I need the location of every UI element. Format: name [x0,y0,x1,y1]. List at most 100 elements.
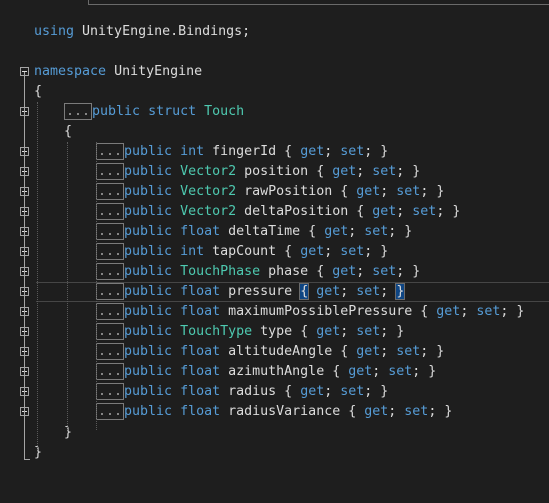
member-type: TouchType [180,324,253,339]
get-accessor: get [356,344,381,359]
set-accessor: set [476,304,501,319]
member-end: ; } [364,144,389,159]
member-name: rawPosition { [236,184,357,199]
member-type: Vector2 [180,184,237,199]
member-modifier: public [124,344,173,359]
code-line-member[interactable]: ...public float altitudeAngle { get; set… [0,342,549,362]
code-line-struct-open[interactable]: { [0,122,549,142]
collapsed-region-ellipsis[interactable]: ... [96,283,125,300]
code-line-member[interactable]: ...public float deltaTime { get; set; } [0,222,549,242]
namespace-open-brace: { [34,84,43,99]
member-end: ; } [396,264,421,279]
member-name: pressure [220,284,301,299]
code-line-using[interactable]: using UnityEngine.Bindings; [0,22,549,42]
separator: ; [356,164,373,179]
get-accessor: get [436,304,461,319]
set-accessor: set [340,244,365,259]
namespace-name: UnityEngine [106,64,203,79]
close-brace-highlight: } [395,283,406,300]
get-accessor: get [332,264,357,279]
member-end: ; } [364,384,389,399]
code-line-member[interactable]: ...public float azimuthAngle { get; set;… [0,362,549,382]
member-modifier: public [124,144,173,159]
member-end: ; } [396,164,421,179]
collapsed-region-ellipsis[interactable]: ... [96,203,125,220]
struct-open-brace: { [64,124,73,139]
code-line-member[interactable]: ...public Vector2 deltaPosition { get; s… [0,202,549,222]
code-line-member[interactable]: ...public Vector2 rawPosition { get; set… [0,182,549,202]
space [172,144,180,159]
separator: ; [340,324,357,339]
collapsed-region-ellipsis[interactable]: ... [96,303,125,320]
separator: ; [460,304,477,319]
member-type: float [180,364,221,379]
get-accessor: get [332,164,357,179]
set-accessor: set [340,144,365,159]
collapsed-region-ellipsis[interactable]: ... [96,343,125,360]
indent-guide-members [96,142,97,430]
collapsed-region-ellipsis[interactable]: ... [64,103,93,120]
space [172,344,180,359]
member-end: ; } [364,244,389,259]
collapsed-region-ellipsis[interactable]: ... [96,243,125,260]
separator: ; [388,404,405,419]
code-line-member[interactable]: ...public TouchType type { get; set; } [0,322,549,342]
collapsed-region-ellipsis[interactable]: ... [96,263,125,280]
space [172,404,180,419]
namespace-close-brace: } [34,445,43,460]
collapsed-region-ellipsis[interactable]: ... [96,383,125,400]
using-namespace: UnityEngine.Bindings; [74,24,251,39]
get-accessor: get [300,244,325,259]
member-name: fingerId { [204,144,301,159]
collapsed-region-ellipsis[interactable]: ... [96,163,125,180]
get-accessor: get [316,284,341,299]
code-line-member[interactable]: ...public int tapCount { get; set; } [0,242,549,262]
fold-guide-line [24,72,25,460]
collapsed-region-ellipsis[interactable]: ... [96,363,125,380]
get-accessor: get [316,324,341,339]
code-line-member[interactable]: ...public float radiusVariance { get; se… [0,402,549,422]
indent-guide-namespace [37,102,38,452]
collapsed-region-ellipsis[interactable]: ... [96,143,125,160]
space [172,284,180,299]
member-modifier: public [124,304,173,319]
separator: ; [340,284,357,299]
code-line-member[interactable]: ...public TouchPhase phase { get; set; } [0,262,549,282]
member-modifier: public [124,244,173,259]
member-modifier: public [124,164,173,179]
get-accessor: get [364,404,389,419]
space [172,304,180,319]
code-line-member[interactable]: ...public Vector2 position { get; set; } [0,162,549,182]
member-name: azimuthAngle { [220,364,349,379]
get-accessor: get [300,144,325,159]
code-line-namespace-close[interactable]: } [0,443,549,463]
code-line-namespace-open[interactable]: { [0,82,549,102]
code-line-struct-close[interactable]: } [0,423,549,443]
set-accessor: set [396,344,421,359]
collapsed-region-ellipsis[interactable]: ... [96,183,125,200]
member-end: ; } [380,324,405,339]
get-accessor: get [300,384,325,399]
code-editor[interactable]: using UnityEngine.Bindings; namespace Un… [0,0,549,475]
code-line-member[interactable]: ...public float radius { get; set; } [0,382,549,402]
set-accessor: set [388,364,413,379]
collapsed-region-ellipsis[interactable]: ... [96,223,125,240]
code-line-struct[interactable]: ...public struct Touch [0,102,549,122]
open-brace-highlight: { [299,283,310,300]
member-type: float [180,384,221,399]
collapsed-region-ellipsis[interactable]: ... [96,323,125,340]
member-end: ; } [412,364,437,379]
code-line-namespace[interactable]: namespace UnityEngine [0,62,549,82]
set-accessor: set [412,204,437,219]
member-name: deltaTime { [220,224,325,239]
set-accessor: set [404,404,429,419]
member-end: ; } [436,204,461,219]
code-line-member[interactable]: ...public int fingerId { get; set; } [0,142,549,162]
fold-guide-end [24,459,30,460]
member-modifier: public [124,384,173,399]
code-line-member[interactable]: ...public float maximumPossiblePressure … [0,302,549,322]
collapsed-region-ellipsis[interactable]: ... [96,403,125,420]
set-accessor: set [340,384,365,399]
code-line-member[interactable]: ...public float pressure { get; set; } [0,282,549,302]
member-type: float [180,344,221,359]
